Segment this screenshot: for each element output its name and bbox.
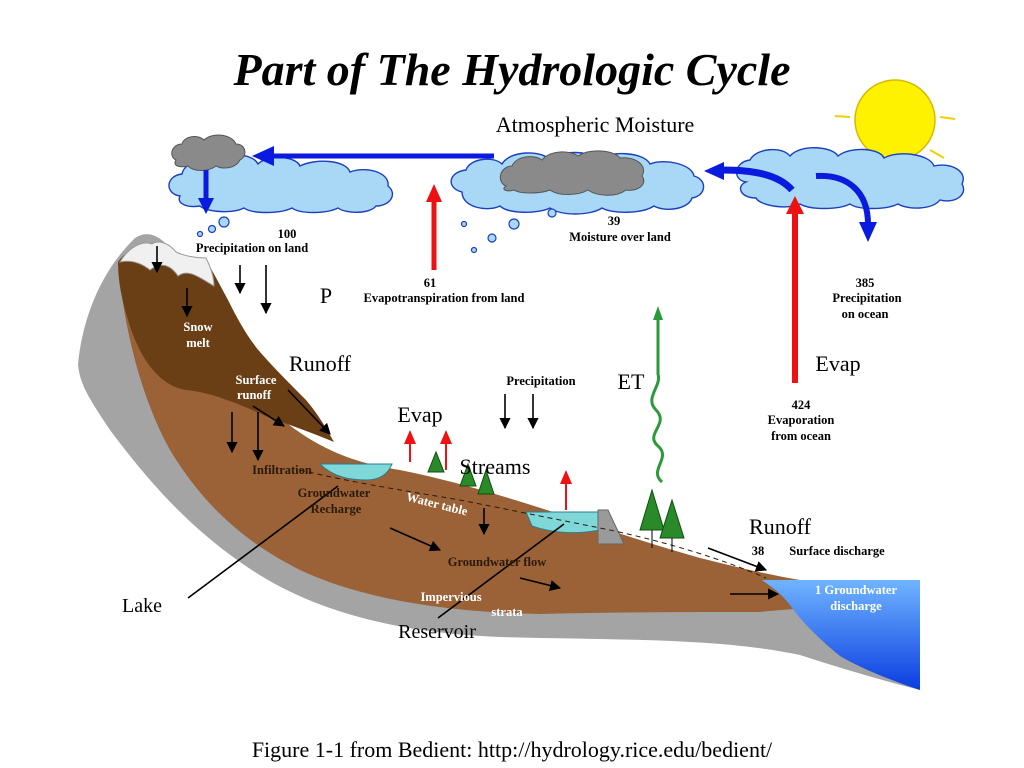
ocean xyxy=(762,580,920,690)
evap-ocean-value: 424 xyxy=(792,398,812,412)
runoff-lower-label: Runoff xyxy=(749,514,812,539)
storm-cloud-left-icon xyxy=(171,134,246,171)
figure-caption: Figure 1-1 from Bedient: http://hydrolog… xyxy=(252,737,773,762)
precip-ocean-label-1: Precipitation xyxy=(832,291,901,305)
dam xyxy=(597,509,625,545)
precip-land-label: Precipitation on land xyxy=(196,241,308,255)
surface-runoff-label-2: runoff xyxy=(237,388,272,402)
evap-right-label: Evap xyxy=(815,351,860,376)
vegetation-icon xyxy=(427,450,685,552)
streams-label: Streams xyxy=(460,454,531,479)
groundwater-discharge-label-2: discharge xyxy=(830,599,882,613)
lake-label: Lake xyxy=(122,595,162,617)
evap-center-label: Evap xyxy=(397,402,442,427)
storm-cloud-center-icon xyxy=(499,150,645,196)
soil-layer xyxy=(118,251,920,614)
cloud-right-icon xyxy=(736,147,965,210)
atmospheric-moisture-label: Atmospheric Moisture xyxy=(496,112,695,137)
moisture-transport-arrow xyxy=(252,146,494,166)
groundwater-flow-label: Groundwater flow xyxy=(448,555,547,569)
impervious-label: Impervious xyxy=(420,590,481,604)
precipitation-label: Precipitation xyxy=(506,374,575,388)
surface-discharge-value: 38 xyxy=(752,544,765,558)
page-title: Part of The Hydrologic Cycle xyxy=(233,44,791,95)
precip-land-blue-arrow xyxy=(198,170,214,214)
ocean-evaporation-red-arrow xyxy=(786,196,804,383)
p-label: P xyxy=(320,283,332,308)
strata-label: strata xyxy=(491,605,523,619)
precip-land-value: 100 xyxy=(278,227,297,241)
ocean-moisture-arrow xyxy=(704,162,795,193)
reservoir-label: Reservoir xyxy=(398,621,476,643)
evapotranspiration-label: Evapotranspiration from land xyxy=(364,291,525,305)
moisture-land-label: Moisture over land xyxy=(569,230,671,244)
evap-red-arrows xyxy=(404,430,572,510)
et-green-arrow xyxy=(650,306,665,484)
runoff-upper-label: Runoff xyxy=(289,351,352,376)
flow-arrows xyxy=(151,246,780,619)
surface-discharge-label: Surface discharge xyxy=(789,544,885,558)
surface-runoff-label-1: Surface xyxy=(236,373,277,387)
precip-ocean-blue-arrow xyxy=(815,172,877,242)
evapotranspiration-red-arrow xyxy=(426,184,442,270)
et-label: ET xyxy=(618,369,645,394)
groundwater-recharge-label-2: Recharge xyxy=(311,502,362,516)
snow-melt-label-2: melt xyxy=(186,336,210,350)
mountain xyxy=(118,246,334,442)
groundwater-recharge-label-1: Groundwater xyxy=(298,486,371,500)
snow-melt-label-1: Snow xyxy=(183,320,212,334)
lake xyxy=(318,463,393,481)
evap-ocean-label-1: Evaporation xyxy=(768,413,835,427)
precip-ocean-value: 385 xyxy=(856,276,875,290)
moisture-land-value: 39 xyxy=(608,214,621,228)
water-table-line xyxy=(299,469,767,579)
evap-ocean-label-2: from ocean xyxy=(771,429,831,443)
evapotranspiration-value: 61 xyxy=(424,276,437,290)
precip-ocean-label-2: on ocean xyxy=(842,307,889,321)
infiltration-label: Infiltration xyxy=(252,463,312,477)
groundwater-discharge-label-1: 1 Groundwater xyxy=(815,583,898,597)
droplets-icon xyxy=(196,208,557,254)
